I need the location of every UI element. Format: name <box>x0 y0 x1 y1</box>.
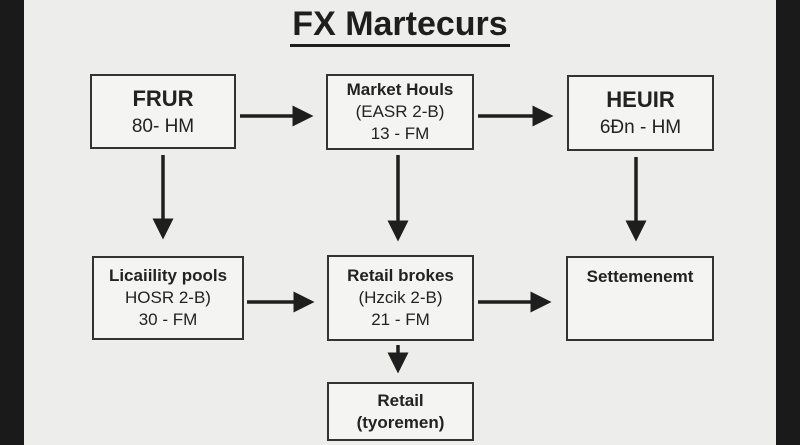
node-detail: HOSR 2-B) <box>125 288 211 307</box>
node-title: Settemenemt <box>586 267 694 286</box>
node-liquidity-pools: Licaiility pools HOSR 2-B) 30 - FM <box>92 256 244 340</box>
node-detail: 6Đn - HM <box>599 117 682 138</box>
node-title: FRUR <box>132 85 194 111</box>
node-heuir: HEUIR 6Đn - HM <box>567 75 714 151</box>
node-detail: (tyoremen) <box>356 412 445 432</box>
title-text: FX Martecurs <box>290 4 510 47</box>
node-title: Licaiility pools <box>108 266 228 285</box>
node-market-hours: Market Houls (EASR 2-B) 13 - FM <box>326 74 474 150</box>
node-settlement: Settemenemt <box>566 256 714 341</box>
node-frur: FRUR 80- HM <box>90 74 236 149</box>
node-title: Retail brokes <box>347 266 454 285</box>
node-title: HEUIR <box>606 87 675 112</box>
node-detail: (EASR 2-B) <box>355 102 445 121</box>
node-detail: 80- HM <box>131 115 195 137</box>
diagram-title: FX Martecurs <box>0 4 800 47</box>
node-retail: Retail (tyoremen) <box>327 382 474 441</box>
node-detail: 13 - FM <box>370 124 430 143</box>
node-detail: 30 - FM <box>138 310 198 329</box>
node-retail-brokers: Retail brokes (Hzcik 2-B) 21 - FM <box>327 255 474 341</box>
node-detail: (Hzcik 2-B) <box>358 288 443 307</box>
node-title: Market Houls <box>346 80 454 99</box>
node-detail: 21 - FM <box>371 310 430 329</box>
node-title: Retail <box>377 390 424 410</box>
